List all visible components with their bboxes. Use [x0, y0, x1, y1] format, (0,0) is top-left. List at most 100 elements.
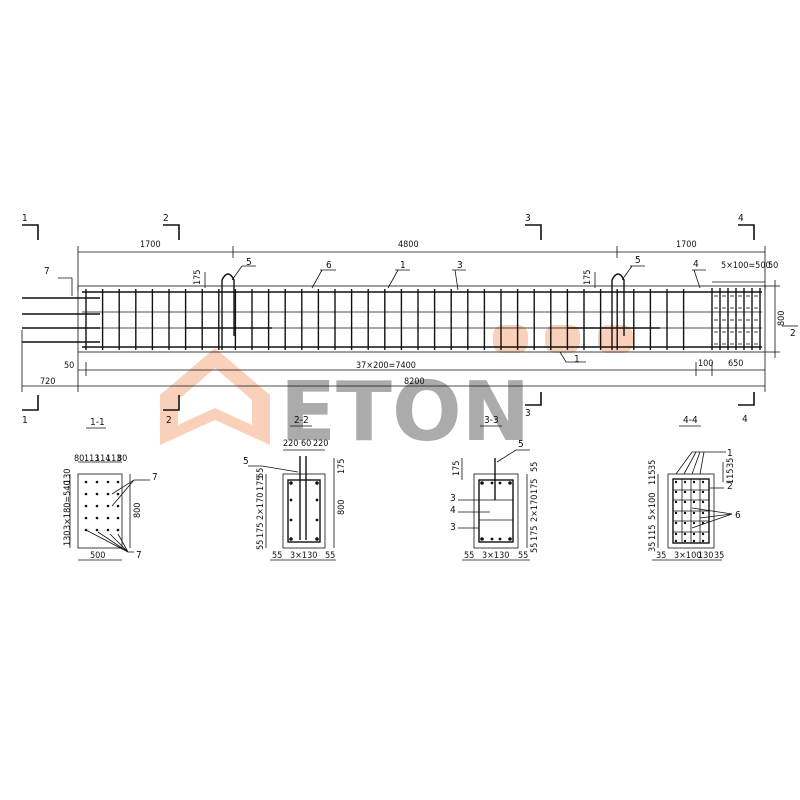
- s1-dim-540: 3×180=540: [63, 480, 73, 530]
- dim-left-cover: 50: [64, 361, 74, 371]
- s1-callout-7-bottom: 7: [136, 550, 142, 561]
- dim-100: 100: [698, 359, 713, 369]
- section-4-4-bar-dot: [701, 500, 705, 504]
- section-2-2-outline: [282, 473, 326, 549]
- s4-dim-115-right: 115: [726, 469, 736, 484]
- s3-callout-3-top: 3: [450, 493, 456, 504]
- cut-mark-4-bottom: 4: [742, 414, 748, 425]
- lifting-loops: 175 175: [185, 270, 660, 350]
- section-1-1-bar-dot: [116, 528, 120, 532]
- section-4-4-bar-dot: [674, 500, 678, 504]
- s4-dim-130: 130: [698, 551, 713, 561]
- s4-callout-2: 2: [727, 481, 733, 492]
- s1-callout-7-top: 7: [152, 472, 158, 483]
- s4-dim-35b: 35: [648, 460, 658, 470]
- section-4-4-bar-dot: [683, 480, 687, 484]
- section-4-4-bar-dot: [692, 490, 696, 494]
- s3-dim-2x170: 2×170: [530, 495, 540, 522]
- section-4-4-bar-dot: [674, 539, 678, 543]
- s4-dim-35-left: 35: [656, 551, 666, 561]
- callout-5-left: 5: [246, 257, 252, 268]
- section-1-1-bar-dot: [116, 480, 120, 484]
- s2-dim-55b: 55: [256, 468, 266, 478]
- section-4-4-bar-dot: [674, 490, 678, 494]
- s1-dim-114: 114: [95, 454, 110, 464]
- s3-dim-3x130: 3×130: [482, 551, 509, 561]
- section-1-1-bar-dot: [116, 504, 120, 508]
- section-4-4-bar-dot: [692, 500, 696, 504]
- section-4-4-bar-dot: [674, 480, 678, 484]
- cut-mark-3-top: 3: [525, 213, 531, 224]
- cut-mark-3-bottom: 3: [525, 408, 531, 419]
- s3-dim-55b: 55: [530, 543, 540, 553]
- watermark-text: ETON: [280, 365, 530, 460]
- section-4-4-bar-dot: [692, 532, 696, 536]
- cut-mark-2-bottom: 2: [166, 415, 172, 426]
- section-4-4-bar-dot: [692, 480, 696, 484]
- section-4-4-bar-dot: [683, 500, 687, 504]
- cut-mark-4-top: 4: [738, 213, 744, 224]
- s3-callout-4: 4: [450, 505, 456, 516]
- s2-dim-55-left: 55: [272, 551, 282, 561]
- dim-mid-span: 4800: [398, 240, 419, 250]
- dim-end-cover: 50: [768, 261, 778, 271]
- section-3-3: 3-3 175 55 175 2×170 175 55 55 3×130 55 …: [450, 415, 540, 561]
- section-2-2-title: 2-2: [294, 415, 309, 426]
- s1-dim-500: 500: [90, 551, 105, 561]
- loop-dim-right: 175: [583, 270, 593, 285]
- s2-dim-175b: 175: [256, 476, 266, 491]
- s3-dim-55-right: 55: [518, 551, 528, 561]
- beam-elevation: 1 1 2 2 3 3 4 4 1700 4800 1700: [21, 213, 798, 426]
- callout-3: 3: [457, 260, 463, 271]
- s4-dim-115a: 115: [648, 525, 658, 540]
- s3-dim-175a: 175: [530, 479, 540, 494]
- s3-dim-175-left: 175: [452, 461, 462, 476]
- section-4-4-bar-dot: [692, 539, 696, 543]
- section-4-4-bar-dot: [683, 511, 687, 515]
- section-2-2-dims: 220 60 220 55 175 2×170 175 55 175 800 5…: [243, 439, 347, 561]
- section-4-4-bar-dot: [701, 490, 705, 494]
- section-1-1-bar-dot: [116, 516, 120, 520]
- s3-callout-5: 5: [518, 439, 524, 450]
- s3-dim-55a: 55: [530, 462, 540, 472]
- section-2-2: 2-2 220 60 220 55 175 2×170 175 55 175 8…: [243, 415, 347, 561]
- s3-dim-55-left: 55: [464, 551, 474, 561]
- s2-callout-5: 5: [243, 456, 249, 467]
- callout-1-bottom: 1: [574, 354, 580, 365]
- s4-dim-35a: 35: [648, 542, 658, 552]
- dim-stirrup-spacing: 37×200=7400: [356, 361, 416, 371]
- end-mesh: [711, 288, 761, 350]
- callout-6: 6: [326, 260, 332, 271]
- dim-overall-length: 8200: [404, 377, 425, 387]
- section-4-4-bar-dot: [683, 490, 687, 494]
- dim-650: 650: [728, 359, 743, 369]
- section-1-1-bar-dot: [84, 504, 88, 508]
- loop-dim-left: 175: [193, 270, 203, 285]
- s4-dim-3x100: 3×100: [674, 551, 701, 561]
- section-4-4-bar-dot: [692, 511, 696, 515]
- s1-dim-80a: 80: [74, 454, 84, 464]
- s1-dim-130a: 130: [63, 531, 73, 546]
- section-1-1-bar-dot: [95, 516, 99, 520]
- callout-4: 4: [693, 259, 699, 270]
- s2-dim-3x130: 3×130: [290, 551, 317, 561]
- right-height-dim: 800 2: [765, 280, 798, 358]
- section-1-1-bar-dot: [95, 492, 99, 496]
- section-4-4-bar-dot: [701, 532, 705, 536]
- s2-dim-220b: 220: [313, 439, 328, 449]
- s2-dim-2x170: 2×170: [256, 493, 266, 520]
- callout-5-right: 5: [635, 255, 641, 266]
- stirrups: [85, 289, 685, 350]
- longitudinal-bars: [82, 291, 762, 348]
- section-4-4-bar-dot: [692, 521, 696, 525]
- s4-callout-6: 6: [735, 510, 741, 521]
- s4-dim-35-right: 35: [726, 458, 736, 468]
- section-4-4-bar-dot: [683, 532, 687, 536]
- s2-dim-60: 60: [301, 439, 311, 449]
- section-4-4-bar-dot: [674, 532, 678, 536]
- s1-dim-113b: 113: [106, 454, 121, 464]
- section-1-1-bar-dot: [106, 492, 110, 496]
- beam-outline: [77, 285, 766, 353]
- s1-dim-130b: 130: [63, 469, 73, 484]
